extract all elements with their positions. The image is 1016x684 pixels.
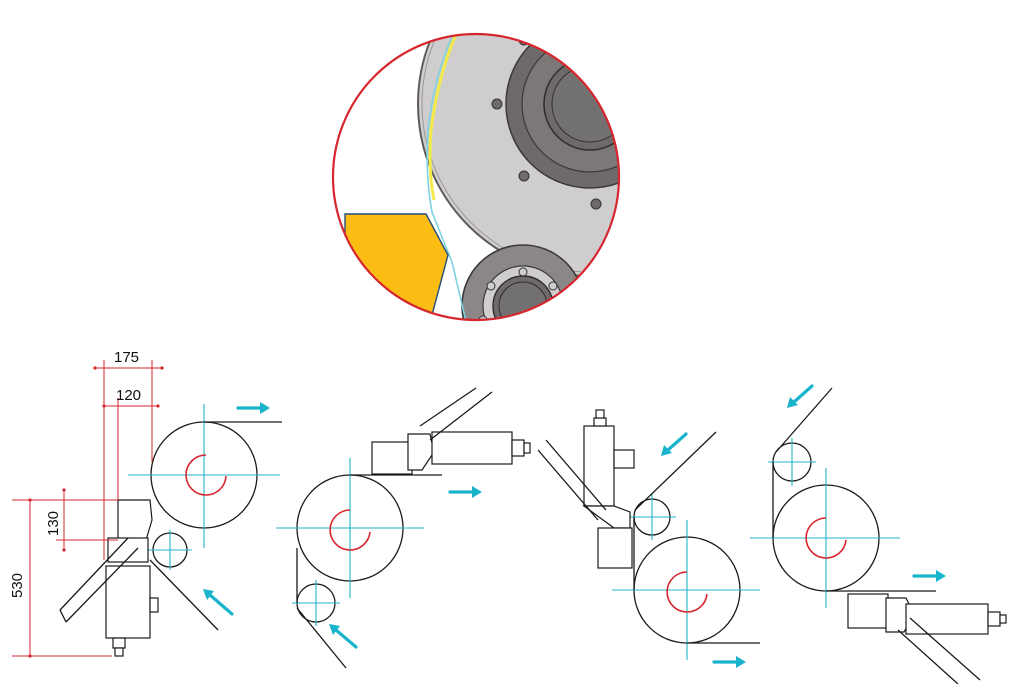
dimension-lines-1 <box>12 360 164 658</box>
rotation-mark-2 <box>329 509 371 551</box>
dim-130: 130 <box>45 511 62 536</box>
arrow-right-icon <box>236 402 270 414</box>
rotation-mark-3 <box>666 571 708 613</box>
layout-1: 175 120 130 530 <box>9 349 282 658</box>
sensor-assembly-4 <box>847 593 1007 684</box>
web-strip-yellow <box>428 34 470 201</box>
sensor-assembly-1 <box>59 499 159 657</box>
arrow-up-left-icon <box>329 624 358 649</box>
detail-view <box>331 32 621 322</box>
rotation-mark-1 <box>185 454 227 496</box>
detail-border <box>331 32 621 322</box>
arrow-right-icon <box>912 570 946 582</box>
layout-4 <box>750 384 1007 684</box>
dim-175: 175 <box>114 349 139 366</box>
arrow-up-left-icon <box>203 589 234 616</box>
arrow-down-left-icon <box>787 384 814 408</box>
layout-2 <box>276 387 531 669</box>
arrow-right-icon <box>448 486 482 498</box>
sensor-assembly-2 <box>371 387 531 475</box>
arrow-down-left-icon <box>661 432 688 456</box>
arrow-right-icon <box>712 656 746 668</box>
rotation-mark-4 <box>805 517 847 559</box>
dim-120: 120 <box>116 387 141 404</box>
dim-530: 530 <box>9 573 26 598</box>
web-strip <box>426 34 469 320</box>
sensor-assembly-3 <box>537 409 635 569</box>
small-roller <box>461 244 585 320</box>
layout-3 <box>537 409 760 668</box>
